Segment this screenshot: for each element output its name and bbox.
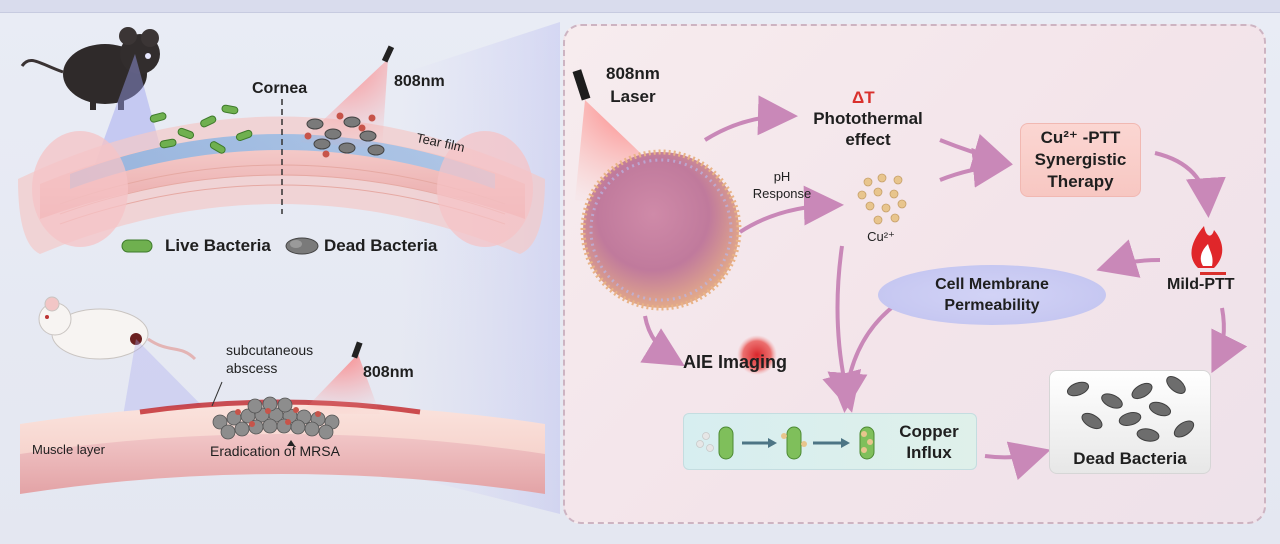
laser-808nm-top-label: 808nm (394, 73, 445, 90)
eradication-label: Eradication of MRSA (210, 443, 340, 459)
eradication-pointer (287, 440, 295, 446)
dead-bacteria-box (1049, 370, 1211, 474)
arrow-cu-to-synergy (939, 147, 1013, 188)
aie-imaging-label: AIE Imaging (683, 352, 788, 372)
membrane-line2: Permeability (944, 297, 1040, 314)
arrow-to-aie (640, 315, 685, 367)
subcutaneous-tissue (20, 341, 545, 494)
cornea-label: Cornea (252, 80, 308, 97)
influx-line1: Copper (899, 422, 959, 441)
muscle-layer-label: Muscle layer (32, 442, 105, 457)
synergy-line2: Synergistic (1034, 150, 1127, 169)
ph-line1: pH (773, 169, 791, 184)
arrow-mild-to-dead (1211, 307, 1248, 374)
copper-influx-box (683, 413, 977, 470)
delta-t-label: ΔT (852, 88, 875, 107)
arrow-influx-to-dead (984, 441, 1051, 481)
ph-line2: Response (752, 186, 812, 201)
mild-ptt-label: Mild-PTT (1167, 276, 1235, 293)
legend-live-bacteria-label: Live Bacteria (165, 236, 271, 255)
laser-word-text: Laser (610, 87, 656, 106)
arrow-synergy-to-mild (1154, 151, 1226, 218)
cornea-cross-section (18, 116, 545, 254)
influx-line2: Influx (906, 443, 952, 462)
nanoparticle-dots (304, 112, 376, 158)
arrow-mild-to-membrane (1096, 239, 1161, 278)
legend-dead-bacteria-label: Dead Bacteria (324, 236, 438, 255)
cell-membrane-permeability-ellipse: Cell Membrane Permeability (878, 265, 1106, 325)
photothermal-line1: Photothermal (813, 109, 923, 128)
dead-bacteria-legend-icon (285, 237, 319, 255)
subcutaneous-label: subcutaneous (226, 342, 314, 358)
dead-bacteria-illustration (1066, 376, 1195, 442)
membrane-line1: Cell Membrane (935, 276, 1049, 293)
laser-wavelength-text: 808nm (606, 64, 660, 83)
cu-ions-cluster (857, 173, 907, 225)
laser-808nm-bottom-label: 808nm (363, 364, 414, 381)
nanoparticle-sphere (580, 149, 742, 311)
top-border-bar (0, 0, 1280, 13)
arrow-to-photothermal (703, 95, 798, 142)
laser-label: 808nm Laser (606, 62, 660, 108)
live-bacteria-group (149, 104, 253, 154)
photothermal-label: Photothermal effect (800, 108, 936, 150)
arrow-photothermal-to-synergy (939, 133, 1013, 173)
arrow-cu-to-influx (822, 245, 862, 413)
flame-icon (1191, 226, 1223, 268)
mrsa-nanoparticles (235, 407, 321, 427)
left-illustration (18, 22, 560, 514)
copper-influx-illustration (696, 426, 875, 460)
abscess-pointer (211, 381, 223, 407)
cu-ion-label: Cu²⁺ (867, 229, 895, 244)
mild-ptt-underline (1200, 272, 1226, 275)
arrow-to-cu (738, 185, 844, 234)
flow-arrows (640, 95, 1248, 481)
dead-bacteria-group (306, 116, 385, 156)
arrow-membrane-to-influx (827, 303, 897, 413)
left-panel: Cornea 808nm Tear film Live Bacteria Dea… (0, 14, 560, 544)
aie-glow (737, 335, 777, 375)
abscess-label: abscess (226, 360, 278, 376)
synergistic-therapy-box: Cu²⁺ -PTT Synergistic Therapy (1020, 123, 1141, 197)
live-bacteria-legend-icon (121, 239, 153, 253)
synergy-line3: Therapy (1047, 172, 1114, 191)
ph-response-label: pH Response (736, 168, 828, 202)
dead-bacteria-label: Dead Bacteria (1073, 449, 1187, 468)
synergy-line1: Cu²⁺ -PTT (1040, 128, 1121, 147)
copper-influx-label: Copper Influx (893, 421, 965, 463)
photothermal-line2: effect (845, 130, 891, 149)
